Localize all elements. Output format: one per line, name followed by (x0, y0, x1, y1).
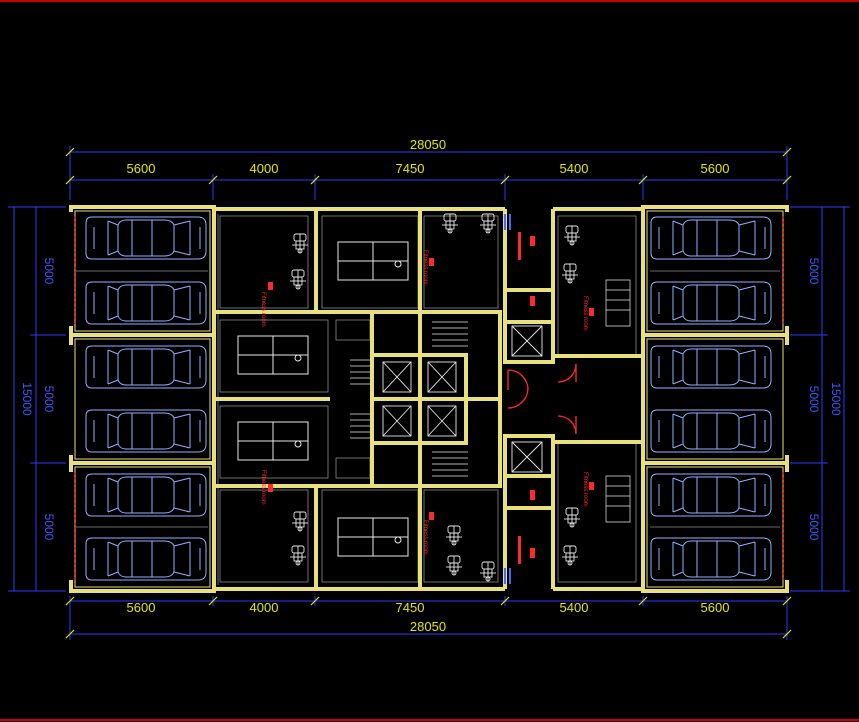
dim-bottom-3: 7450 (396, 600, 425, 615)
car-icon (650, 345, 772, 389)
dim-top-5: 5600 (701, 161, 730, 176)
car-icon (85, 345, 207, 389)
room-label: Fitness room (582, 296, 588, 331)
car-icon (650, 281, 772, 325)
stairs (350, 279, 631, 523)
room-label: Fitness room (582, 472, 588, 507)
room-label: Fitness room (260, 470, 266, 505)
table-tennis-icon (237, 335, 309, 375)
car-icon (85, 537, 207, 581)
car-icon (85, 216, 207, 260)
fitness-machine-icon (445, 555, 463, 576)
fitness-machine-icon (563, 225, 581, 246)
table-tennis-icon (337, 241, 409, 281)
overall-width-bottom: 28050 (410, 619, 446, 634)
room-labels: Fitness room Fitness room Fitness room F… (260, 250, 588, 555)
fitness-machine-icon (561, 263, 579, 284)
fitness-machine-icon (561, 545, 579, 566)
car-icon (650, 216, 772, 260)
room-label: Fitness room (260, 292, 266, 327)
fitness-machine-icon (479, 213, 497, 234)
dimension-lines (8, 146, 850, 640)
car-icon (85, 473, 207, 517)
car-icon (650, 409, 772, 453)
dim-left-3: 5000 (42, 514, 56, 541)
room-label-marks (268, 232, 594, 564)
dim-top-3: 7450 (396, 161, 425, 176)
fitness-machine-icon (291, 511, 309, 532)
dim-top-4: 5400 (560, 161, 589, 176)
table-tennis-icon (237, 421, 309, 461)
elevators (382, 325, 543, 473)
windows (504, 214, 511, 584)
fitness-machine-icon (289, 269, 307, 290)
overall-height-right: 15000 (829, 382, 843, 416)
fitness-machine-icon (441, 213, 459, 234)
car-icon (85, 281, 207, 325)
dim-top-2: 4000 (250, 161, 279, 176)
dim-top-1: 5600 (127, 161, 156, 176)
dim-right-1: 5000 (807, 258, 821, 285)
dim-right-2: 5000 (807, 386, 821, 413)
dim-bottom-4: 5400 (560, 600, 589, 615)
dimension-ticks (65, 147, 792, 639)
car-icon (650, 473, 772, 517)
dimension-labels: 28050 5600 4000 7450 5400 5600 5600 4000… (20, 137, 843, 634)
fitness-machine-icon (291, 233, 309, 254)
room-label: Fitness room (422, 250, 428, 285)
car-icon (85, 409, 207, 453)
table-tennis-icon (337, 517, 409, 557)
car-icon (650, 537, 772, 581)
fitness-machine-icon (479, 561, 497, 582)
dim-bottom-5: 5600 (701, 600, 730, 615)
dim-left-1: 5000 (42, 258, 56, 285)
doors (507, 363, 577, 435)
fitness-machine-icon (289, 545, 307, 566)
garage-doors (74, 216, 784, 582)
fitness-machine-icon (445, 525, 463, 546)
overall-width-top: 28050 (410, 137, 446, 152)
room-label: Fitness room (422, 520, 428, 555)
walls (69, 205, 789, 593)
dim-bottom-1: 5600 (127, 600, 156, 615)
overall-height-left: 15000 (20, 382, 34, 416)
dim-bottom-2: 4000 (250, 600, 279, 615)
dim-right-3: 5000 (807, 514, 821, 541)
dim-left-2: 5000 (42, 386, 56, 413)
fitness-machine-icon (563, 507, 581, 528)
